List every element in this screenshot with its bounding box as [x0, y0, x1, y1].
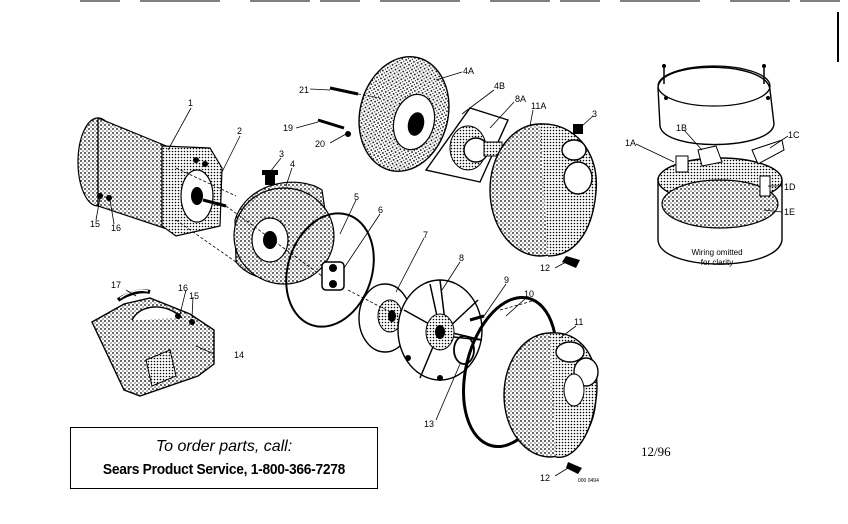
seal-plate-4a: [358, 56, 450, 172]
label-part-15-base: 15: [189, 291, 200, 301]
bolts: [317, 86, 359, 137]
callout-line1: To order parts, call:: [155, 438, 293, 455]
label-part-13: 13: [424, 419, 435, 429]
label-part-5: 5: [354, 192, 360, 202]
wiring-note-line1: Wiring omitted: [691, 248, 743, 257]
label-part-1d: 1D: [784, 182, 796, 192]
alignment-lines: [175, 93, 537, 317]
callout-phone-line: Sears Product Service, 1-800-366-7278: [102, 461, 346, 478]
label-part-15-motor: 15: [90, 219, 101, 229]
label-part-4: 4: [290, 159, 296, 169]
wiring-note-line2: for clarity: [700, 258, 734, 267]
motor-end-cover: [657, 64, 775, 146]
label-part-1a: 1A: [625, 138, 637, 148]
motor-end-housing: [657, 139, 785, 265]
pump-body: [503, 332, 599, 474]
label-part-4a: 4A: [463, 66, 475, 76]
label-part-12-upper: 12: [540, 263, 551, 273]
screw-9: [469, 314, 485, 322]
diffuser: [397, 279, 483, 381]
label-part-6: 6: [378, 205, 384, 215]
label-part-9: 9: [504, 275, 510, 285]
label-part-10: 10: [524, 289, 535, 299]
date-code: 12/96: [641, 444, 671, 459]
label-part-20: 20: [315, 139, 326, 149]
shaft-seal: [321, 261, 345, 291]
label-part-3: 3: [279, 149, 285, 159]
label-part-8: 8: [459, 253, 465, 263]
motor: [77, 117, 227, 237]
o-ring: [285, 212, 375, 328]
label-part-19: 19: [283, 123, 294, 133]
label-part-11: 11: [574, 317, 584, 327]
label-part-21: 21: [299, 85, 310, 95]
label-part-1c: 1C: [788, 130, 800, 140]
leader-lines: [95, 71, 789, 477]
label-part-16-motor: 16: [111, 223, 122, 233]
drawing-code: 000 0494: [578, 478, 599, 484]
label-part-17: 17: [111, 280, 122, 290]
label-part-2: 2: [237, 126, 243, 136]
label-part-16-base: 16: [178, 283, 189, 293]
label-part-1: 1: [188, 98, 194, 108]
order-parts-callout: To order parts, call: Sears Product Serv…: [70, 427, 378, 489]
label-part-12-lower: 12: [540, 473, 551, 483]
label-part-1b: 1B: [676, 123, 688, 133]
label-part-14: 14: [234, 350, 245, 360]
seal-plate: [233, 170, 335, 285]
label-part-8a: 8A: [515, 94, 527, 104]
pump-body-11a: [489, 123, 598, 268]
label-part-4b: 4B: [494, 81, 506, 91]
label-part-11a: 11A: [531, 101, 547, 111]
base: [91, 297, 215, 397]
wiring-note: Wiring omitted for clarity: [676, 248, 758, 268]
label-part-1e: 1E: [784, 207, 796, 217]
diffuser-8a: [424, 107, 509, 183]
label-part-3-upper: 3: [592, 109, 598, 119]
label-part-7: 7: [423, 230, 429, 240]
small-o-ring: [453, 335, 475, 365]
